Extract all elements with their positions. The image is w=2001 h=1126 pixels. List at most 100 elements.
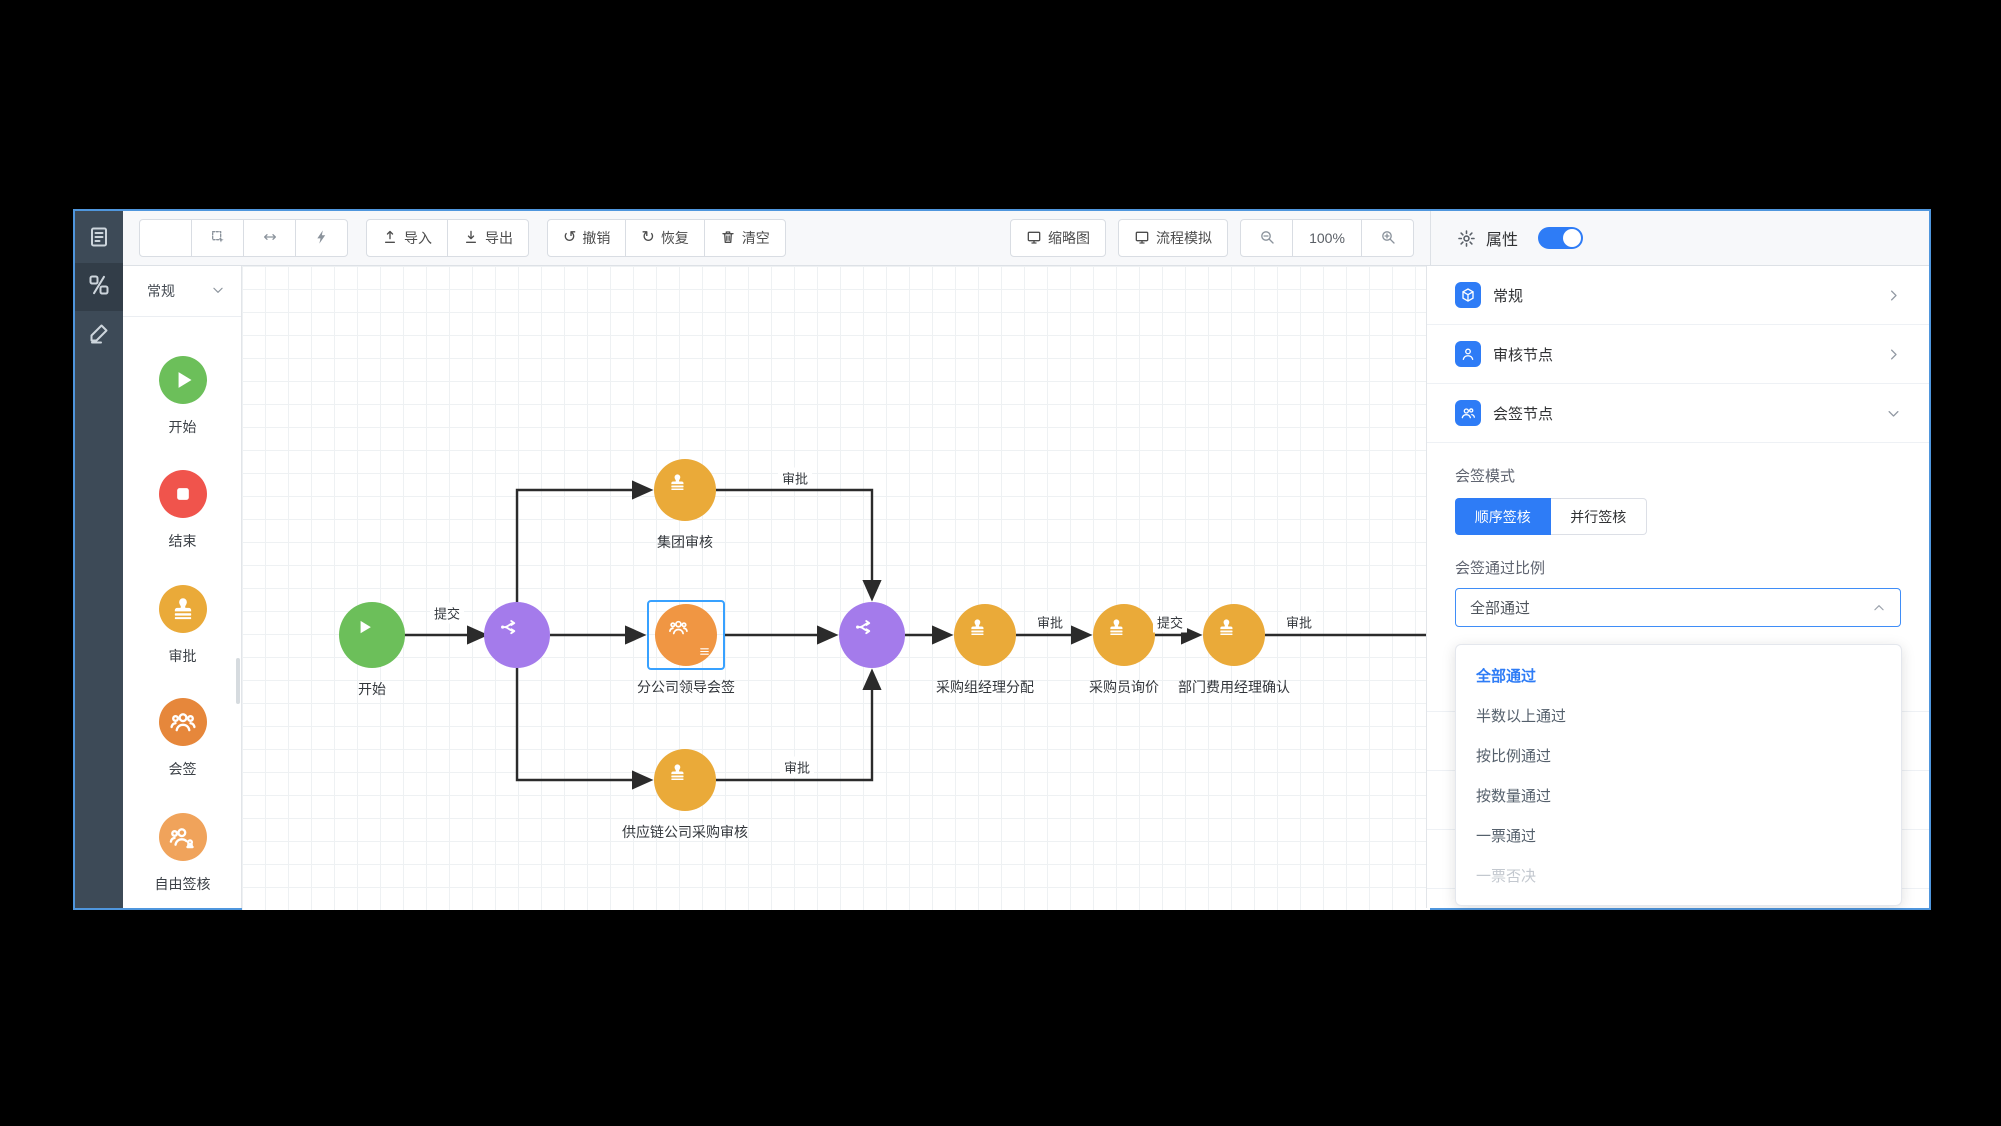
section-label: 审核节点 [1493,346,1554,364]
node-selection-box [647,600,725,670]
zoom-out-icon [1259,229,1275,248]
top-bar: 导入 导出 ↺ 撤销 ↻ 恢复 清空 [123,211,1929,266]
palette-category[interactable]: 常规 [123,266,241,317]
flow-node-group-audit[interactable] [654,459,716,521]
pass-ratio-option: 一票否决 [1476,867,1537,885]
pass-ratio-option[interactable]: 一票通过 [1476,827,1537,845]
rail-item-form[interactable] [75,215,123,263]
countersign-mode-switch: 顺序签核并行签核 [1455,498,1647,535]
panel-section-countersign-node[interactable]: 会签节点 [1427,384,1929,443]
zoom-level: 100% [1292,219,1362,257]
palette-item-end[interactable]: 结束 [123,470,242,551]
edge-label: 提交 [429,602,465,624]
node-label-group-audit: 集团审核 [657,534,713,550]
rail-item-edit[interactable] [75,311,123,359]
minimap-button[interactable]: 缩略图 [1010,219,1106,257]
palette-item-approve[interactable]: 审批 [123,585,242,666]
section-label: 常规 [1493,287,1524,305]
gear-icon [1457,229,1476,248]
export-button[interactable]: 导出 [447,219,529,257]
panel-section-audit-node[interactable]: 审核节点 [1427,325,1929,384]
flow-node-buyer-inquiry[interactable] [1093,604,1155,666]
countersign-mode-option-2[interactable]: 并行签核 [1550,498,1647,535]
export-icon [463,229,479,248]
flow-node-purchase-group-manager[interactable] [954,604,1016,666]
stop-icon [158,470,207,518]
stamp-icon [667,472,703,508]
flow-node-supply-chain-audit[interactable] [654,749,716,811]
play-icon [158,356,207,404]
palette-item-start[interactable]: 开始 [123,356,242,437]
fit-width-tool-button[interactable] [243,219,296,257]
node-label-buyer-inquiry: 采购员询价 [1089,679,1159,695]
user-icon [1455,341,1481,367]
cube-icon [1455,282,1481,308]
redo-button[interactable]: ↻ 恢复 [625,219,705,257]
toolbar: 导入 导出 ↺ 撤销 ↻ 恢复 清空 [123,211,1430,265]
node-label-start: 开始 [358,681,386,697]
flow-canvas[interactable]: 开始集团审核分公司领导会签供应链公司采购审核采购组经理分配采购员询价部门费用经理… [242,266,1430,910]
pass-ratio-option[interactable]: 按数量通过 [1476,787,1552,805]
countersign-mode-option-1[interactable]: 顺序签核 [1455,498,1551,535]
list-icon [698,645,711,658]
zoom-out-button[interactable] [1240,219,1293,257]
flow-node-branch-leader-countersign[interactable] [655,604,717,666]
chevron-right-icon [1886,347,1901,362]
stamp-icon [667,762,703,798]
lightning-tool-button[interactable] [295,219,348,257]
rail-item-nodes[interactable] [75,263,123,311]
edge-label: 审批 [1032,611,1068,633]
palette-scrollbar[interactable] [236,658,240,704]
properties-header: 属性 [1430,211,1929,265]
share-icon [498,616,536,654]
properties-panel: 常规审核节点会签节点 会签模式 顺序签核并行签核 会签通过比例 全部通过 全部通… [1426,266,1929,908]
pencil-icon [87,321,111,350]
undo-button[interactable]: ↺ 撤销 [547,219,627,257]
palette-item-free-sign[interactable]: 自由签核 [123,813,242,894]
edge-label: 审批 [779,756,815,778]
palette-item-label: 自由签核 [154,876,211,892]
tool-icon-group [139,219,348,257]
section-label: 会签节点 [1493,405,1554,423]
pass-ratio-option[interactable]: 按比例通过 [1476,747,1552,765]
hand-icon [158,229,174,248]
free-sign-icon [158,813,207,861]
palette-item-label: 审批 [168,648,197,664]
clear-button[interactable]: 清空 [703,219,786,257]
node-label-dept-expense-confirm: 部门费用经理确认 [1178,679,1290,695]
import-button[interactable]: 导入 [366,219,448,257]
select-area-tool-button[interactable] [191,219,244,257]
chevron-down-icon [211,283,225,300]
zoom-in-button[interactable] [1361,219,1414,257]
palette-item-countersign[interactable]: 会签 [123,698,242,779]
flow-node-gateway-2[interactable] [839,602,905,668]
properties-toggle[interactable] [1538,227,1584,249]
node-label-purchase-group-manager: 采购组经理分配 [936,679,1034,695]
form-icon [87,225,111,254]
node-label-supply-chain-audit: 供应链公司采购审核 [622,824,748,840]
users-icon [1455,400,1481,426]
select-area-icon [210,229,226,248]
pass-ratio-dropdown: 全部通过半数以上通过按比例通过按数量通过一票通过一票否决 [1455,644,1902,906]
edge-label: 审批 [777,467,813,489]
simulate-button[interactable]: 流程模拟 [1118,219,1228,257]
users-group-icon [668,617,704,653]
panel-section-general[interactable]: 常规 [1427,266,1929,325]
pass-ratio-value: 全部通过 [1470,600,1531,617]
pass-ratio-option[interactable]: 全部通过 [1476,667,1537,685]
pass-ratio-select[interactable]: 全部通过 [1455,588,1901,627]
edge-label: 提交 [1152,611,1188,633]
palette-item-label: 开始 [168,419,197,435]
import-icon [382,229,398,248]
simulate-icon [1134,229,1150,248]
users-group-icon [158,698,207,746]
flow-node-start[interactable] [339,602,405,668]
hand-tool-button[interactable] [139,219,192,257]
flow-node-gateway-1[interactable] [484,602,550,668]
flow-edges [404,480,1430,790]
chevron-right-icon [1886,288,1901,303]
zoom-in-icon [1380,229,1396,248]
flow-node-dept-expense-confirm[interactable] [1203,604,1265,666]
chevron-up-icon [1872,601,1886,615]
pass-ratio-option[interactable]: 半数以上通过 [1476,707,1567,725]
